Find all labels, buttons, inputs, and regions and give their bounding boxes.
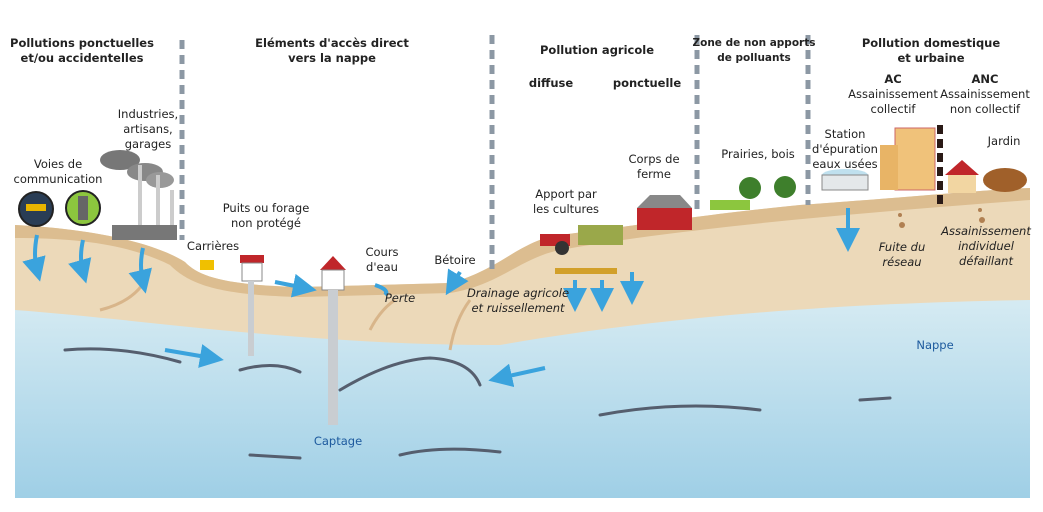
river-icon [374,283,389,297]
label-captage: Captage [313,434,363,448]
rock-fissures [63,347,892,460]
header-line: et urbaine [897,51,965,65]
label-prairies: Prairies, bois [721,147,795,161]
label-line: non protégé [230,216,302,230]
header-pollution-agricole: Pollution agricole [540,43,654,57]
ac-desc: Assainissement [848,87,938,101]
barn-icon [637,195,692,230]
header-line: Zone de non apports [692,37,816,49]
label-jardin: Jardin [987,134,1021,148]
well-icon [240,255,264,356]
label-line: Station [824,127,866,141]
anc-desc: Assainissement [940,87,1030,101]
label-line: artisans, [123,122,173,136]
header-line: vers la nappe [288,51,376,65]
header-line: Pollution domestique [861,36,1001,50]
anc-title: ANC [971,72,999,86]
drain-pipe [555,268,617,274]
label-line: Voies de [33,157,83,171]
ac-desc: collectif [870,102,916,116]
label-perte: Perte [384,291,416,305]
label-line: Assainissement [941,224,1031,238]
label-line: garages [124,137,172,151]
leak-drops [898,208,985,228]
label-line: Puits ou forage [222,201,310,215]
apartment-building-icon [880,127,936,191]
label-line: et ruissellement [471,301,565,315]
label-line: Industries, [117,107,179,121]
label-line: Corps de [628,152,680,166]
borehole-icon [320,256,346,425]
crops-icon [578,225,623,245]
label-line: Cours [365,245,399,259]
anc-desc: non collectif [949,102,1021,116]
excavator-icon [200,260,214,270]
ac-title: AC [884,72,902,86]
label-line: réseau [882,255,922,269]
label-line: d'épuration [812,142,878,156]
treatment-plant-icon [821,169,869,191]
label-line: les cultures [532,202,600,216]
header-zone-non-apports: Zone de non apports de polluants [693,36,816,66]
label-line: Fuite du [878,240,926,254]
subheader-diffuse: diffuse [528,76,574,90]
label-line: ferme [637,167,671,181]
label-line: communication [13,172,103,186]
trees-icon [710,176,796,210]
garden-icon [983,168,1027,192]
factory-icon [100,150,177,240]
label-line: d'eau [366,260,398,274]
zone-separators [179,35,811,275]
header-line: de polluants [717,52,791,64]
infiltration-arrows [22,208,860,388]
subheader-ponctuelle: ponctuelle [612,76,682,90]
tractor-icon [540,234,570,255]
label-line: eaux usées [812,157,878,171]
house-icon [945,160,979,193]
label-line: Drainage agricole [466,286,570,300]
label-nappe: Nappe [916,338,954,352]
header-line: Eléments d'accès direct [255,36,409,50]
label-line: Apport par [535,187,597,201]
label-line: défaillant [959,254,1013,268]
label-industries: Industries,artisans,garages [118,107,178,152]
label-carrieres: Carrières [186,239,240,253]
header-line: Pollutions ponctuelles [10,36,154,50]
soil-layer [15,188,1030,345]
label-betoire: Bétoire [434,253,476,267]
label-line: individuel [958,239,1014,253]
header-line: et/ou accidentelles [20,51,144,65]
